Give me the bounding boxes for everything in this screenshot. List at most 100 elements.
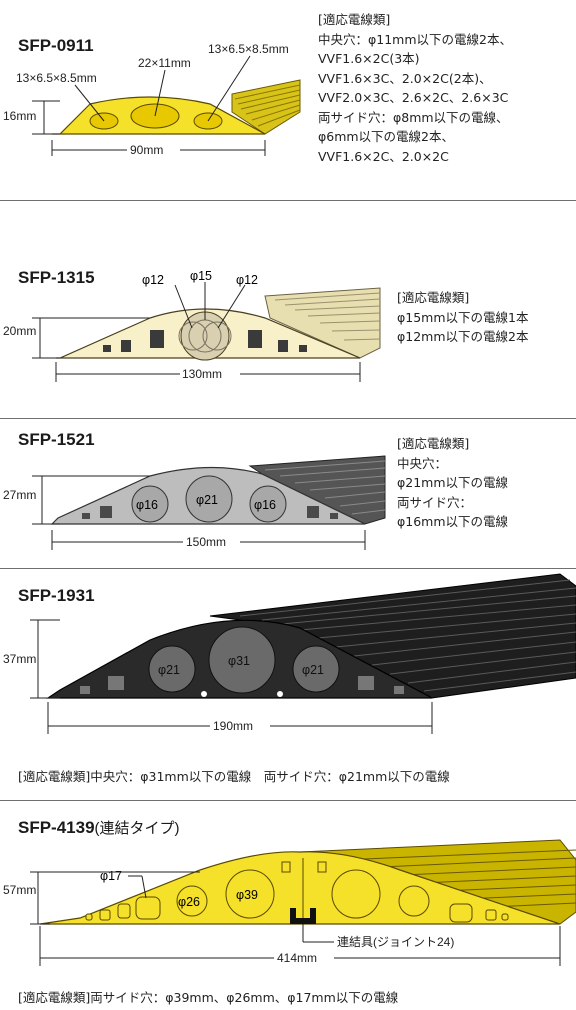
spec-title: [適応電線類] bbox=[397, 436, 470, 451]
joint-notch bbox=[281, 861, 291, 873]
leader-line bbox=[207, 55, 251, 122]
section-sfp-1931: SFP-1931 φ21 φ31 φ21 37mm 190mm bbox=[0, 568, 576, 800]
width-label: 90mm bbox=[130, 143, 163, 157]
section-sfp-0911: SFP-0911 [適応電線類] 中央穴：φ11mm以下の電線2本、 VVF1.… bbox=[0, 0, 576, 200]
ribs bbox=[239, 579, 576, 692]
cable-protector-diagram: φ17 φ26 φ39 連結具(ジョイント24) 57mm 414mm bbox=[3, 839, 576, 966]
spec-line: 両サイド穴： bbox=[397, 494, 473, 510]
section-divider bbox=[0, 418, 576, 419]
spec-line: φ21mm以下の電線 bbox=[397, 475, 509, 490]
model-suffix: (連結タイプ) bbox=[94, 820, 180, 837]
section-sfp-4139: SFP-4139(連結タイプ) φ17 φ26 φ39 bbox=[0, 800, 576, 1010]
section-divider bbox=[0, 200, 576, 201]
joint-notch bbox=[317, 861, 327, 873]
center-hole-label: 22×11mm bbox=[138, 56, 191, 70]
phi39-hole bbox=[331, 869, 381, 919]
spec-title: [適応電線類] bbox=[318, 12, 391, 27]
spec-line: φ16mm以下の電線 bbox=[397, 514, 509, 529]
model-name: SFP-1315 bbox=[18, 268, 95, 287]
small-slot bbox=[117, 903, 131, 919]
height-label: 27mm bbox=[3, 488, 36, 502]
section-divider bbox=[0, 800, 576, 801]
phi26-hole bbox=[176, 885, 208, 917]
left-hole-label: φ21 bbox=[158, 663, 180, 677]
center-hole-label: φ21 bbox=[196, 493, 218, 507]
small-slot bbox=[85, 913, 93, 921]
cable-protector-diagram: φ16 φ21 φ16 27mm 150mm bbox=[3, 455, 386, 550]
small-slot bbox=[485, 909, 497, 921]
spec-line: VVF2.0×3C、2.6×2C、2.6×3C bbox=[318, 90, 509, 105]
width-label: 150mm bbox=[186, 535, 226, 549]
connector-joint bbox=[290, 908, 316, 924]
spec-line: VVF1.6×2C、2.0×2C bbox=[318, 148, 449, 164]
spec-list: [適応電線類] 中央穴： φ21mm以下の電線 両サイド穴： φ16mm以下の電… bbox=[397, 434, 508, 532]
spec-line: VVF1.6×2C(3本) bbox=[318, 51, 420, 66]
cable-outline bbox=[178, 321, 208, 351]
side-hole-label: 13×6.5×8.5mm bbox=[208, 42, 289, 56]
drain-notch bbox=[201, 691, 207, 697]
leader-line bbox=[74, 84, 105, 122]
cable-protector-diagram: φ12 φ15 φ12 20mm 130mm bbox=[3, 269, 381, 382]
center-hole bbox=[185, 475, 233, 523]
left-hole bbox=[131, 485, 169, 523]
spec-list: [適応電線類] φ15mm以下の電線1本 φ12mm以下の電線2本 bbox=[397, 288, 528, 347]
vent-slots bbox=[103, 330, 307, 352]
center-hole bbox=[208, 626, 276, 694]
right-hole bbox=[292, 645, 340, 693]
model-name: SFP-1521 bbox=[18, 430, 95, 449]
drain-notch bbox=[277, 691, 283, 697]
width-label: 190mm bbox=[213, 719, 253, 733]
leader-line bbox=[154, 69, 166, 117]
width-label: 130mm bbox=[182, 367, 222, 381]
right-hole bbox=[249, 485, 287, 523]
model-name: SFP-0911 bbox=[18, 36, 94, 55]
protector-profile bbox=[39, 851, 561, 925]
phi17-hole bbox=[135, 896, 161, 920]
phi26-label: φ26 bbox=[178, 895, 200, 909]
ribs bbox=[264, 460, 386, 515]
vent-slots bbox=[80, 676, 404, 694]
height-label: 57mm bbox=[3, 883, 36, 897]
leader-line bbox=[141, 875, 147, 899]
section-sfp-1315: SFP-1315 [適応電線類] φ15mm以下の電線1本 φ12mm以下の電線… bbox=[0, 200, 576, 418]
cable-outline bbox=[202, 321, 232, 351]
left-hole-label: φ12 bbox=[142, 273, 164, 287]
phi39-label: φ39 bbox=[236, 888, 258, 902]
leader-line bbox=[217, 284, 246, 329]
top-surface bbox=[248, 455, 386, 525]
height-label: 37mm bbox=[3, 652, 36, 666]
side-hole-label: 13×6.5×8.5mm bbox=[16, 71, 97, 85]
vent-slots bbox=[82, 506, 338, 519]
center-hole-label: φ31 bbox=[228, 654, 250, 668]
right-hole-label: φ16 bbox=[254, 498, 276, 512]
spec-line: [適応電線類]両サイド穴：φ39mm、φ26mm、φ17mm以下の電線 bbox=[18, 990, 399, 1005]
spec-list: [適応電線類] 中央穴：φ11mm以下の電線2本、 VVF1.6×2C(3本) … bbox=[318, 10, 512, 166]
spec-line: [適応電線類]中央穴：φ31mm以下の電線 両サイド穴：φ21mm以下の電線 bbox=[18, 769, 450, 784]
joint-label: 連結具(ジョイント24) bbox=[337, 935, 454, 949]
small-slot bbox=[99, 909, 111, 921]
small-slot bbox=[501, 913, 509, 921]
leader-line bbox=[174, 284, 193, 329]
spec-line: 両サイド穴：φ8mm以下の電線、 bbox=[318, 109, 509, 125]
phi17-hole bbox=[449, 903, 473, 923]
ribs bbox=[274, 292, 381, 341]
left-hole-label: φ16 bbox=[136, 498, 158, 512]
center-hole-label: φ15 bbox=[190, 269, 212, 283]
spec-line: φ12mm以下の電線2本 bbox=[397, 329, 529, 344]
spec-line: 中央穴：φ11mm以下の電線2本、 bbox=[318, 31, 512, 47]
left-hole bbox=[148, 645, 196, 693]
spec-line: φ15mm以下の電線1本 bbox=[397, 309, 529, 325]
right-hole-label: φ21 bbox=[302, 663, 324, 677]
model-name: SFP-4139(連結タイプ) bbox=[18, 817, 180, 838]
section-divider bbox=[0, 568, 576, 569]
spec-title: [適応電線類] bbox=[397, 290, 470, 305]
section-sfp-1521: SFP-1521 [適応電線類] 中央穴： φ21mm以下の電線 両サイド穴： … bbox=[0, 418, 576, 568]
cable-protector-diagram: 13×6.5×8.5mm 22×11mm 13×6.5×8.5mm 16mm 9… bbox=[3, 42, 301, 157]
phi26-hole bbox=[398, 885, 430, 917]
phi39-hole bbox=[225, 869, 275, 919]
ribs bbox=[234, 84, 301, 127]
width-label: 414mm bbox=[277, 951, 317, 965]
spec-line: φ6mm以下の電線2本、 bbox=[318, 129, 455, 144]
cable-protector-diagram: φ21 φ31 φ21 37mm 190mm bbox=[3, 573, 576, 734]
phi17-label: φ17 bbox=[100, 869, 122, 883]
